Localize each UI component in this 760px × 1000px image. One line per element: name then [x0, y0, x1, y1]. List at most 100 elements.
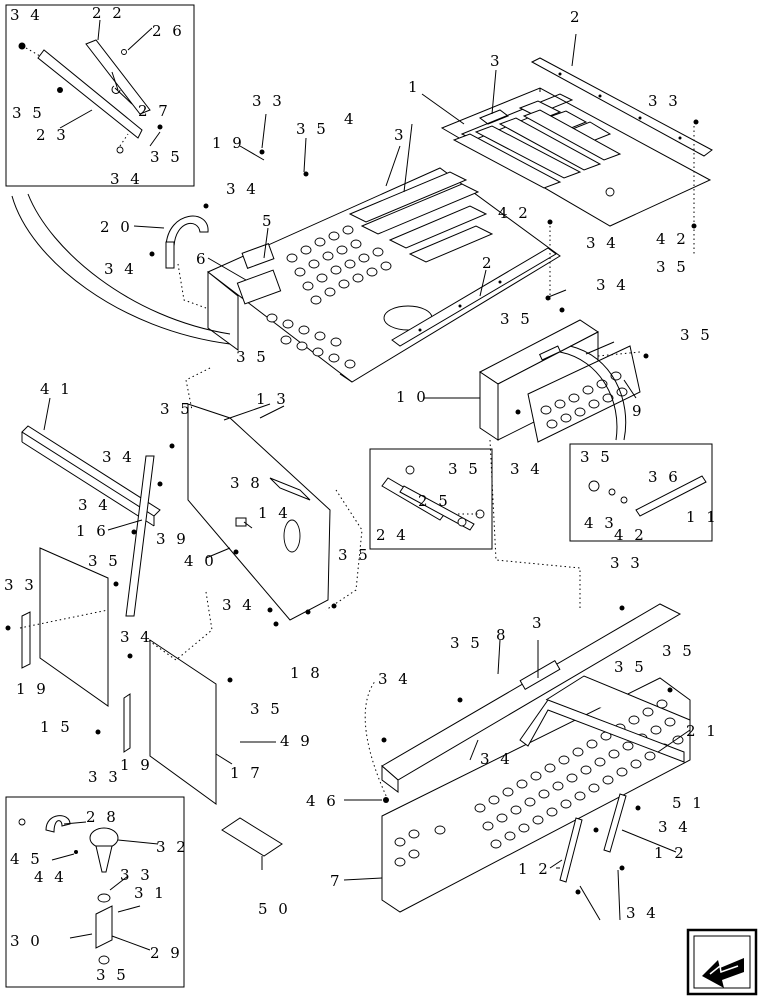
part-label: 3 8	[230, 474, 263, 492]
part-label: 4 2	[614, 526, 647, 544]
part-label: 3 5	[614, 658, 647, 676]
part-label: 3	[490, 52, 503, 70]
part-label: 3 3	[88, 768, 121, 786]
part-label: 3 4	[586, 234, 619, 252]
part-label: 3 3	[610, 554, 643, 572]
part-label: 1 2	[518, 860, 551, 878]
part-label: 3 3	[4, 576, 37, 594]
part-label: 1 1	[686, 508, 719, 526]
lower-beam-8	[381, 603, 682, 793]
part-label: 3 6	[648, 468, 681, 486]
part-label: 5 0	[258, 900, 291, 918]
part-labels: 3 4 2 2 2 6 3 5 2 7 2 3 3 5 3 4 2 3 1 3 …	[4, 4, 719, 984]
part-label: 3 3	[648, 92, 681, 110]
gas-spring	[381, 465, 485, 531]
inset-box-gas-spring	[369, 448, 493, 550]
part-label: 1 6	[76, 522, 109, 540]
brace-12a	[559, 817, 583, 883]
part-label: 3 5	[96, 966, 129, 984]
hood-vent-holes	[266, 225, 392, 369]
part-label: 2	[482, 254, 495, 272]
dotted-leaders	[19, 126, 695, 801]
part-label: 3 4	[510, 460, 543, 478]
part-label: 4 9	[280, 732, 313, 750]
part-label: 4 2	[498, 204, 531, 222]
part-label: 4 5	[10, 850, 43, 868]
part-label: 3 5	[338, 546, 371, 564]
part-label: 4 0	[184, 552, 217, 570]
part-label: 3 9	[156, 530, 189, 548]
part-label: 3 0	[10, 932, 43, 950]
part-label: 4	[344, 110, 357, 128]
left-rail-41	[21, 425, 161, 527]
latch-parts	[18, 815, 141, 965]
part-label: 1 0	[396, 388, 429, 406]
part-label: 5 1	[672, 794, 705, 812]
part-label: 3 4	[658, 818, 691, 836]
part-label: 8	[496, 626, 509, 644]
curved-cable-right	[559, 351, 618, 441]
part-label: 1 3	[256, 390, 289, 408]
part-label: 2 9	[150, 944, 183, 962]
cable-sweep	[11, 195, 231, 345]
part-label: 3 4	[120, 628, 153, 646]
part-label: 3 1	[134, 884, 167, 902]
part-label: 3 5	[236, 348, 269, 366]
part-label: 2 3	[36, 126, 69, 144]
part-label: 4 2	[656, 230, 689, 248]
fasteners	[5, 119, 699, 895]
part-label: 3 5	[500, 310, 533, 328]
part-label: 3 5	[88, 552, 121, 570]
part-label: 4 4	[34, 868, 67, 886]
guard-holes	[394, 699, 684, 867]
part-label: 1 9	[16, 680, 49, 698]
hinge-strip-hood	[391, 247, 557, 347]
part-label: 1 4	[258, 504, 291, 522]
part-label: 3 5	[150, 148, 183, 166]
main-hood-panel	[207, 167, 561, 383]
part-label: 4 1	[40, 380, 73, 398]
part-label: 1 8	[290, 664, 323, 682]
part-label: 3 5	[448, 460, 481, 478]
part-label: 7	[330, 872, 343, 890]
part-label: 2 0	[100, 218, 133, 236]
support-rod	[588, 475, 707, 517]
part-label: 3 4	[10, 6, 43, 24]
inset-box-latch	[5, 796, 185, 988]
latch-bracket-19b	[123, 693, 131, 753]
part-label: 2 4	[376, 526, 409, 544]
part-label: 3 5	[450, 634, 483, 652]
cable-sweep-inner	[27, 193, 231, 335]
plate-50	[221, 817, 283, 857]
handle-part	[165, 215, 209, 247]
inset-bracket-parts	[18, 39, 163, 154]
side-panel-13	[187, 403, 331, 621]
pipe-21	[519, 699, 685, 763]
part-label: 2 1	[686, 722, 719, 740]
inset-leader-lines	[59, 19, 161, 147]
part-label: 2 8	[86, 808, 119, 826]
part-label: 5	[262, 212, 275, 230]
leader-lines	[43, 33, 691, 951]
brace-12b	[603, 793, 627, 853]
arrow-nav-icon[interactable]	[686, 928, 758, 996]
part-label: 1 9	[212, 134, 245, 152]
strip-16	[125, 455, 155, 617]
side-panel-15	[39, 547, 109, 707]
part-label: 3 4	[626, 904, 659, 922]
handle-bracket	[165, 241, 175, 269]
part-label: 2 5	[418, 492, 451, 510]
part-label: 3 5	[662, 642, 695, 660]
part-label: 3 5	[580, 448, 613, 466]
part-label: 2 2	[92, 4, 125, 22]
part-label: 3 4	[78, 496, 111, 514]
part-label: 4 3	[584, 514, 617, 532]
part-label: 9	[632, 402, 645, 420]
latch-bracket-19	[21, 611, 31, 669]
part-label: 1 7	[230, 764, 263, 782]
side-vent-panel	[527, 345, 641, 443]
part-label: 3 2	[156, 838, 189, 856]
part-label: 3 4	[104, 260, 137, 278]
part-label: 3 5	[680, 326, 713, 344]
